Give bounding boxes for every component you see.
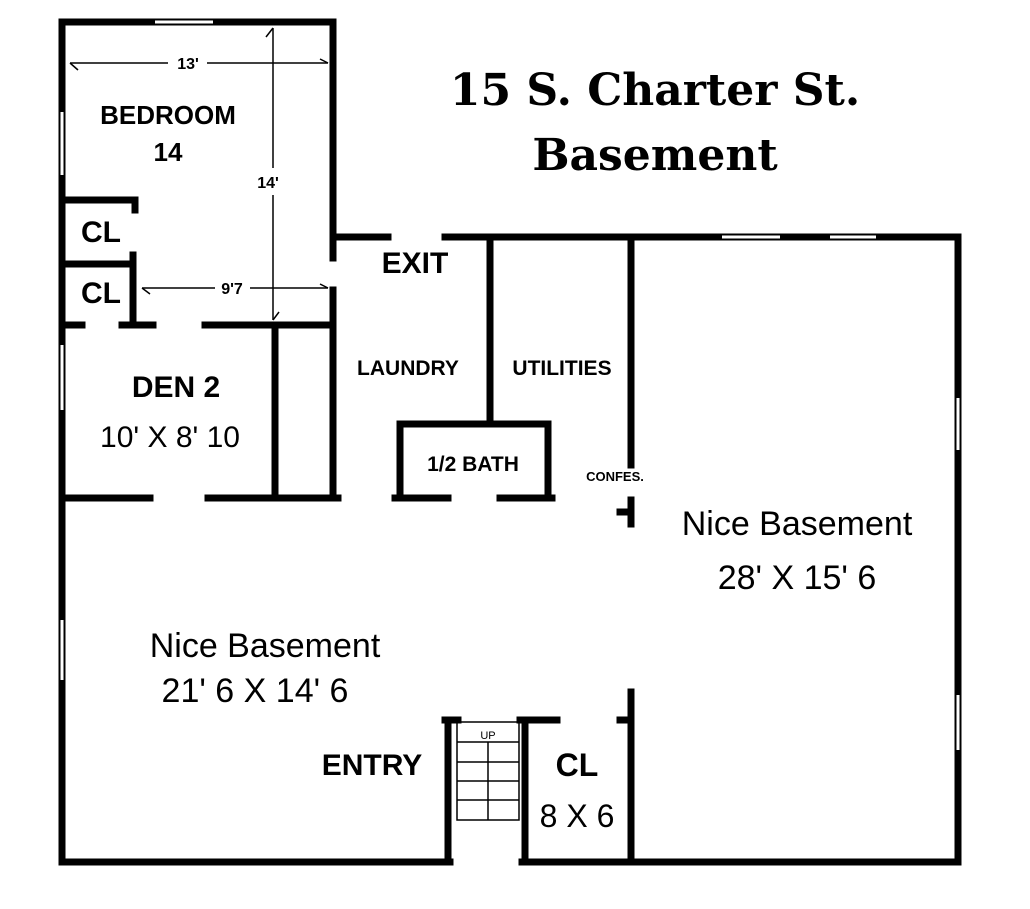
stairs-up-label: UP — [480, 730, 495, 742]
basement-right-size: 28' X 15' 6 — [718, 559, 877, 597]
den-size: 10' X 8' 10 — [100, 421, 240, 454]
closet-label: CL — [556, 747, 599, 783]
closet-label: CL — [81, 277, 121, 310]
bedroom-label: BEDROOM — [100, 100, 236, 130]
closet-size: 8 X 6 — [540, 798, 615, 834]
closet-label: CL — [81, 216, 121, 249]
basement-left-size: 21' 6 X 14' 6 — [162, 672, 349, 710]
bedroom-width-dim: 13' — [177, 56, 199, 73]
utilities-label: UTILITIES — [512, 357, 611, 380]
bedroom-inner-dim: 9'7 — [221, 281, 243, 298]
windows — [60, 20, 960, 750]
title-address: 15 S. Charter St. — [450, 65, 860, 116]
den-label: DEN 2 — [132, 371, 220, 404]
laundry-label: LAUNDRY — [357, 357, 459, 380]
bedroom-length-dim: 14' — [257, 175, 279, 192]
half-bath-label: 1/2 BATH — [427, 453, 519, 476]
basement-right-label: Nice Basement — [682, 505, 913, 543]
bedroom-number: 14 — [154, 137, 183, 167]
entry-label: ENTRY — [322, 749, 423, 782]
confes-label: CONFES. — [586, 469, 644, 484]
title-floor: Basement — [532, 130, 778, 181]
dimension-lines — [69, 27, 329, 321]
basement-left-label: Nice Basement — [150, 627, 381, 665]
exit-label: EXIT — [382, 247, 449, 280]
stairs — [456, 721, 520, 821]
